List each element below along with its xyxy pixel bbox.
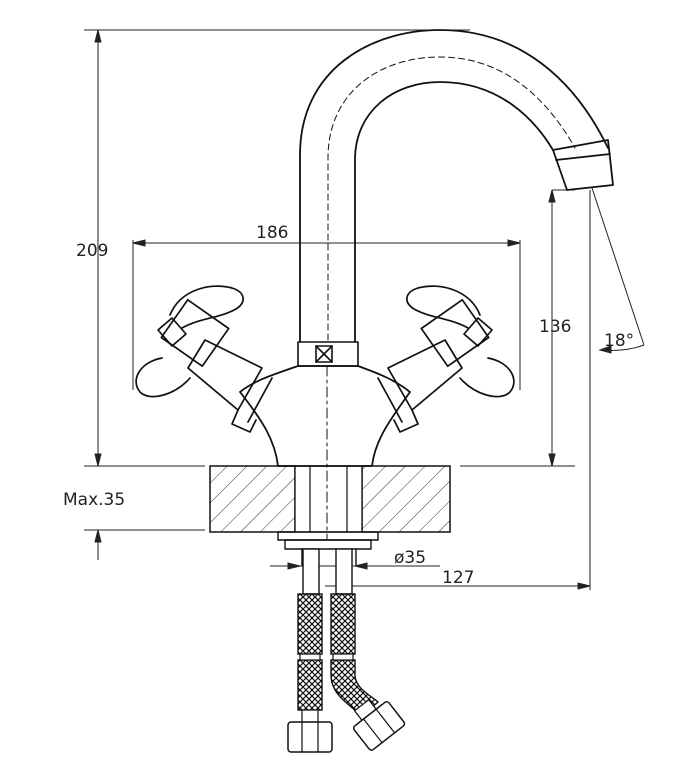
dim-hole-diameter: ø35 (394, 548, 426, 568)
dim-max-thickness: Max.35 (63, 490, 125, 510)
spout (299, 29, 614, 343)
dimension-lines (84, 29, 645, 590)
dim-spout-height: 136 (539, 317, 571, 337)
dim-handle-span: 186 (256, 223, 288, 243)
mounting-nut (277, 531, 379, 566)
left-handle (135, 285, 273, 433)
dim-spout-angle: 18° (604, 331, 634, 351)
spout-collar (297, 341, 359, 367)
dim-spout-reach: 127 (442, 568, 474, 588)
countertop-section (209, 465, 451, 533)
supply-hoses (287, 548, 406, 753)
faucet-body (239, 365, 411, 541)
dim-total-height: 209 (76, 241, 108, 261)
right-handle (377, 285, 515, 433)
